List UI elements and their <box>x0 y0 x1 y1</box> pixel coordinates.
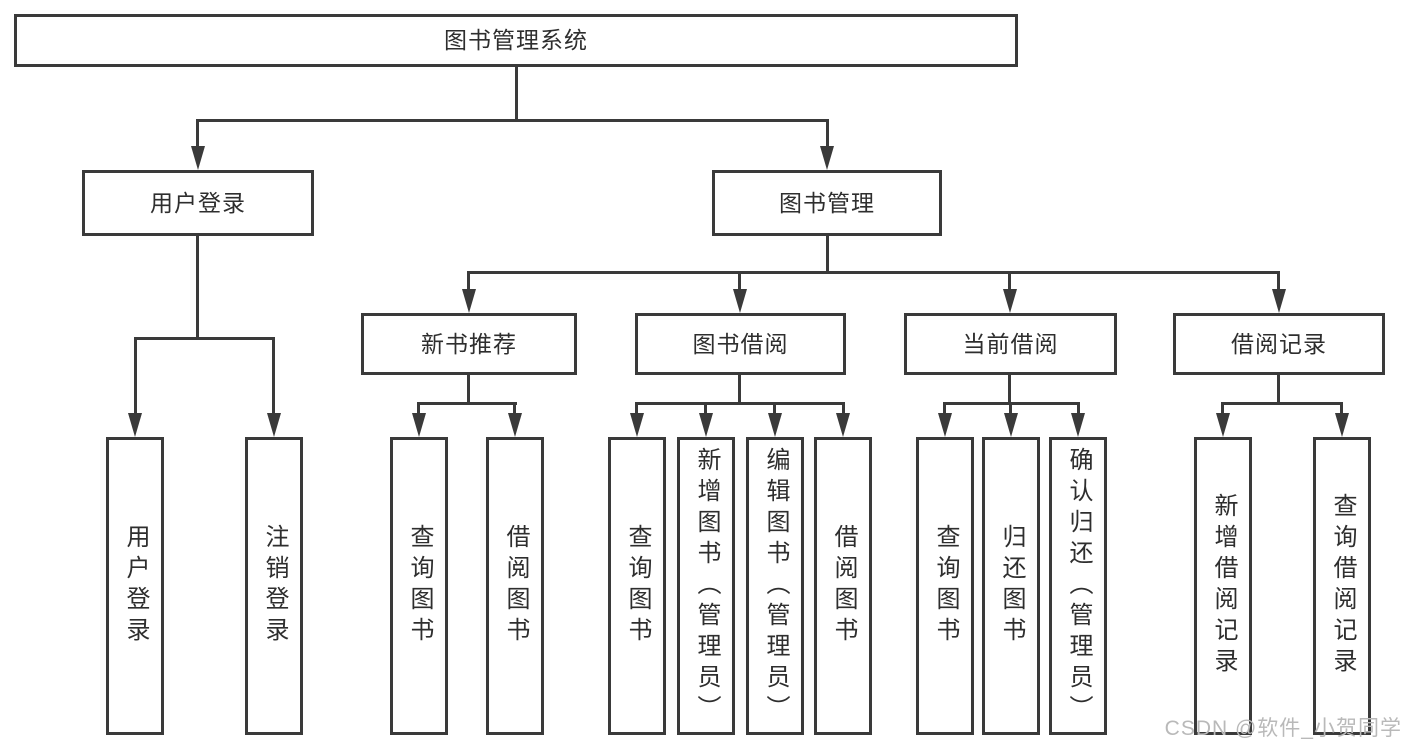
connector-line <box>513 402 516 414</box>
connector-line <box>134 337 137 414</box>
leaf-confirm-return-admin: 确认归还（管理员） <box>1049 437 1107 735</box>
node-current-borrow: 当前借阅 <box>904 313 1117 375</box>
leaf-logout: 注销登录 <box>245 437 303 735</box>
node-user-login: 用户登录 <box>82 170 314 236</box>
connector-line <box>134 337 275 340</box>
leaf-borrow-books-recommend: 借阅图书 <box>486 437 544 735</box>
arrow-down-icon <box>699 413 713 437</box>
arrow-down-icon <box>1071 413 1085 437</box>
arrow-down-icon <box>820 146 834 170</box>
leaf-add-books-admin: 新增图书（管理员） <box>677 437 735 735</box>
node-borrow-records: 借阅记录 <box>1173 313 1385 375</box>
connector-line <box>635 402 638 414</box>
node-book-borrow: 图书借阅 <box>635 313 846 375</box>
connector-line <box>943 402 946 414</box>
connector-line <box>467 271 470 290</box>
connector-line <box>1009 402 1012 414</box>
arrow-down-icon <box>508 413 522 437</box>
leaf-query-books-recommend: 查询图书 <box>390 437 448 735</box>
connector-line <box>1221 402 1343 405</box>
leaf-edit-books-admin: 编辑图书（管理员） <box>746 437 804 735</box>
connector-line <box>467 271 1280 274</box>
connector-line <box>196 119 199 149</box>
arrow-down-icon <box>462 289 476 313</box>
leaf-query-borrow-record: 查询借阅记录 <box>1313 437 1371 735</box>
connector-line <box>196 235 199 340</box>
connector-line <box>826 119 829 149</box>
arrow-down-icon <box>191 146 205 170</box>
arrow-down-icon <box>412 413 426 437</box>
connector-line <box>1277 271 1280 290</box>
leaf-query-books-current: 查询图书 <box>916 437 974 735</box>
arrow-down-icon <box>630 413 644 437</box>
connector-line <box>1277 374 1280 405</box>
connector-line <box>1077 402 1080 414</box>
connector-line <box>272 337 275 414</box>
connector-line <box>738 374 741 405</box>
node-new-book-recommend: 新书推荐 <box>361 313 577 375</box>
leaf-user-login: 用户登录 <box>106 437 164 735</box>
arrow-down-icon <box>1216 413 1230 437</box>
connector-line <box>738 271 741 290</box>
connector-line <box>196 119 829 122</box>
connector-line <box>515 66 518 121</box>
connector-line <box>1008 271 1011 290</box>
connector-line <box>635 402 845 405</box>
arrow-down-icon <box>1003 289 1017 313</box>
arrow-down-icon <box>128 413 142 437</box>
arrow-down-icon <box>1335 413 1349 437</box>
arrow-down-icon <box>938 413 952 437</box>
leaf-borrow-books: 借阅图书 <box>814 437 872 735</box>
arrow-down-icon <box>1004 413 1018 437</box>
arrow-down-icon <box>1272 289 1286 313</box>
connector-line <box>773 402 776 414</box>
connector-line <box>842 402 845 414</box>
connector-line <box>1340 402 1343 414</box>
connector-line <box>417 402 517 405</box>
connector-line <box>1008 374 1011 405</box>
arrow-down-icon <box>733 289 747 313</box>
arrow-down-icon <box>768 413 782 437</box>
leaf-return-books: 归还图书 <box>982 437 1040 735</box>
connector-line <box>417 402 420 414</box>
leaf-add-borrow-record: 新增借阅记录 <box>1194 437 1252 735</box>
arrow-down-icon <box>267 413 281 437</box>
connector-line <box>826 235 829 274</box>
arrow-down-icon <box>836 413 850 437</box>
connector-line <box>704 402 707 414</box>
leaf-query-books-borrow: 查询图书 <box>608 437 666 735</box>
connector-line <box>1221 402 1224 414</box>
node-book-management: 图书管理 <box>712 170 942 236</box>
connector-line <box>467 374 470 405</box>
node-root: 图书管理系统 <box>14 14 1018 67</box>
csdn-watermark: CSDN @软件_小贺同学 <box>1164 717 1402 740</box>
